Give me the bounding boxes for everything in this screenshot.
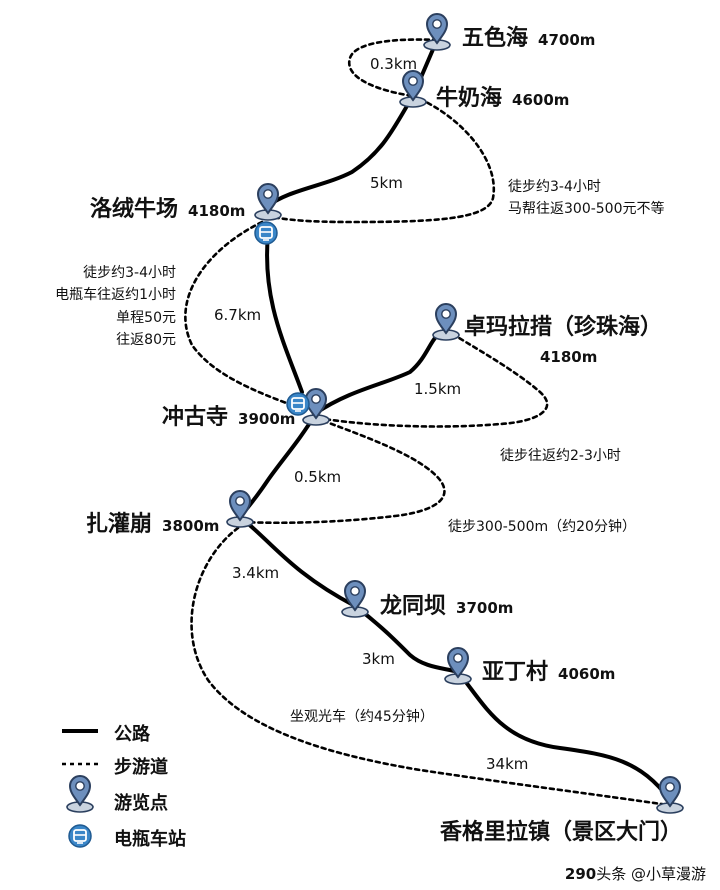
map-pin-icon[interactable]	[656, 776, 684, 814]
legend-trail-label: 步游道	[114, 757, 168, 778]
distance-label: 0.3km	[370, 55, 418, 73]
trail-luorong-chonggu	[184, 220, 307, 412]
place-altitude: 4600m	[512, 91, 570, 109]
place-name: 香格里拉镇（景区大门）	[440, 820, 683, 845]
distance-label: 34km	[486, 755, 529, 773]
note-line: 电瓶车往返约1小时	[55, 287, 176, 304]
distance-label: 6.7km	[214, 306, 262, 324]
legend-ev-station-label: 电瓶车站	[114, 829, 186, 850]
place-name: 洛绒牛场	[90, 197, 179, 222]
legend-ev-station-icon	[68, 824, 92, 848]
legend-road: 公路	[100, 720, 150, 746]
road-luorong-chonggu	[265, 233, 304, 394]
place-niunaihai[interactable]: 牛奶海 4600m	[436, 88, 569, 110]
note-line: 往返80元	[116, 332, 176, 349]
distance-label: 3km	[362, 650, 395, 668]
road-zhaguan-longtong	[238, 515, 357, 608]
place-zhaguanbeng[interactable]: 扎灌崩 3800m	[86, 514, 219, 536]
note-zhaguan-walk: 徒步300-500m（约20分钟）	[448, 519, 636, 535]
watermark: 290头条 @小草漫游	[565, 863, 706, 884]
trail-lines	[184, 38, 670, 807]
place-longtongba[interactable]: 龙同坝 3700m	[380, 596, 513, 618]
legend-map-pin-icon	[66, 775, 94, 813]
map-pin-icon[interactable]	[399, 70, 427, 108]
legend-glyphs	[62, 729, 98, 848]
place-zhuoma[interactable]: 卓玛拉措（珍珠海）	[464, 317, 662, 339]
map-pin-icon[interactable]	[432, 303, 460, 341]
trail-chonggu-zhaguan-loop	[240, 416, 446, 525]
note-line: 马帮往返300-500元不等	[508, 201, 665, 218]
road-chonggu-zhuoma	[314, 328, 448, 415]
place-xianggelila[interactable]: 香格里拉镇（景区大门）	[440, 822, 682, 844]
map-pin-icon[interactable]	[444, 647, 472, 685]
note-line: 单程50元	[116, 309, 176, 326]
road-niunai-luorong	[266, 94, 415, 208]
legend-trail: 步游道	[100, 753, 168, 779]
road-yading-xianggelila	[456, 670, 672, 802]
place-altitude: 3700m	[456, 599, 514, 617]
place-name: 龙同坝	[380, 594, 447, 619]
note-luorong-walk: 徒步约3-4小时 电瓶车往返约1小时 单程50元 往返80元	[36, 262, 176, 352]
place-name: 卓玛拉措（珍珠海）	[464, 315, 663, 340]
map-pin-icon[interactable]	[423, 13, 451, 51]
place-name: 牛奶海	[436, 86, 503, 111]
place-name: 冲古寺	[162, 405, 229, 430]
place-altitude: 3800m	[162, 517, 220, 535]
place-wusehai[interactable]: 五色海 4700m	[462, 28, 595, 50]
note-sightseeing-bus: 坐观光车（约45分钟）	[290, 709, 434, 725]
trail-zhaguan-xianggelila	[190, 526, 670, 807]
place-name: 亚丁村	[482, 660, 549, 685]
note-niunai-walk: 徒步约3-4小时 马帮往返300-500元不等	[508, 176, 665, 221]
place-yading[interactable]: 亚丁村 4060m	[482, 662, 615, 684]
place-altitude: 4180m	[188, 202, 246, 220]
legend-road-label: 公路	[114, 724, 150, 745]
distance-label: 1.5km	[414, 380, 462, 398]
place-zhuoma-altitude: 4180m	[540, 348, 598, 366]
place-altitude: 4060m	[558, 665, 616, 683]
watermark-number: 290	[564, 865, 597, 883]
trail-wuse-loop	[348, 38, 439, 98]
distance-label: 0.5km	[294, 468, 342, 486]
note-line: 徒步约3-4小时	[508, 179, 601, 195]
place-chonggu[interactable]: 冲古寺 3900m	[162, 407, 295, 429]
trail-niunai-loop	[266, 94, 496, 224]
road-longtong-yading	[353, 604, 460, 674]
note-line: 徒步约3-4小时	[83, 265, 176, 281]
watermark-text: 头条 @小草漫游	[596, 865, 706, 883]
place-altitude: 4700m	[538, 31, 596, 49]
ev-station-icon[interactable]	[254, 221, 278, 245]
legend-viewpoint-label: 游览点	[114, 793, 168, 814]
place-luorong[interactable]: 洛绒牛场 4180m	[90, 199, 245, 221]
trail-zhuoma-loop	[316, 328, 549, 428]
distance-label: 3.4km	[232, 564, 280, 582]
note-zhuoma-walk: 徒步往返约2-3小时	[500, 448, 621, 464]
place-altitude: 3900m	[238, 410, 296, 428]
place-name: 五色海	[462, 26, 529, 51]
place-name: 扎灌崩	[86, 512, 153, 537]
legend-ev-station: 电瓶车站	[100, 825, 186, 851]
legend-viewpoint: 游览点	[100, 789, 168, 815]
distance-label: 5km	[370, 174, 403, 192]
